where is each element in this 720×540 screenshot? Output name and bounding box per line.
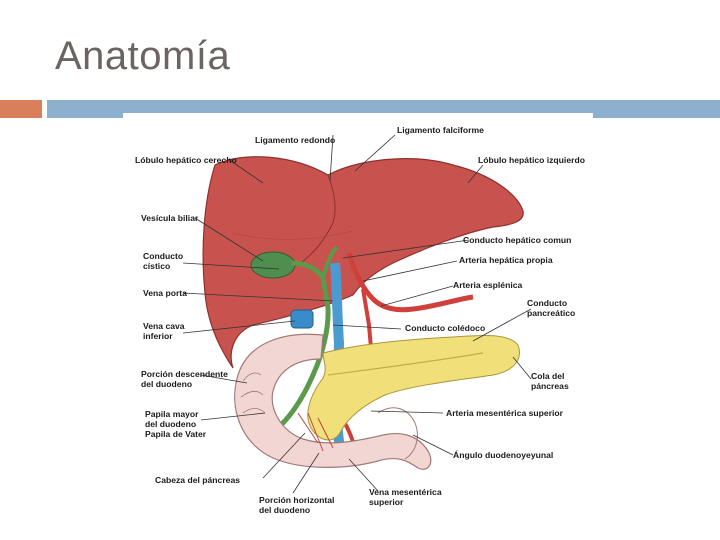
label-vena-mesenterica: Vena mesentérica superior [369,487,442,507]
anatomy-drawing [182,134,532,494]
slide-title: Anatomía [55,34,231,78]
label-angulo-duodenoyeyunal: Ángulo duodenoyeyunal [453,450,554,460]
label-conducto-pancreatico: Conducto pancreático [527,298,576,318]
label-porcion-descendente: Porción descendente del duodeno [141,369,228,389]
gallbladder [250,251,296,279]
label-papila-mayor: Papila mayor del duodeno Papila de Vater [145,409,207,439]
inferior-vena-cava [290,309,314,329]
label-cola-pancreas: Cola del páncreas [531,371,569,391]
label-arteria-hepatica: Arteria hepática propia [459,255,553,265]
label-ligamento-falciforme: Ligamento falciforme [397,125,484,135]
label-conducto-hepatico: Conducto hepático comun [463,235,572,245]
anatomy-illustration: Ligamento falciforme Ligamento redondo L… [123,113,593,523]
title-accent-bar [0,100,42,118]
label-arteria-esplenica: Arteria esplénica [453,280,523,290]
label-vesicula-biliar: Vesícula biliar [141,213,199,223]
pancreas [307,335,520,441]
label-cabeza-pancreas: Cabeza del páncreas [155,475,241,485]
label-conducto-coledoco: Conducto colédoco [405,323,486,333]
label-ligamento-redondo: Ligamento redondo [255,135,336,145]
label-lobulo-izquierdo: Lóbulo hepático izquierdo [478,155,585,165]
label-vena-porta: Vena porta [143,288,187,298]
duodenum [234,333,432,470]
label-lobulo-derecho: Lóbulo hepático cerecho [135,155,237,165]
label-conducto-cistico: Conducto cístico [143,251,184,271]
label-vena-cava: Vena cava inferior [143,321,185,341]
label-arteria-mesenterica: Arteria mesentérica superior [446,408,564,418]
liver [202,156,524,369]
label-porcion-horizontal: Porción horizontal del duodeno [259,495,335,515]
